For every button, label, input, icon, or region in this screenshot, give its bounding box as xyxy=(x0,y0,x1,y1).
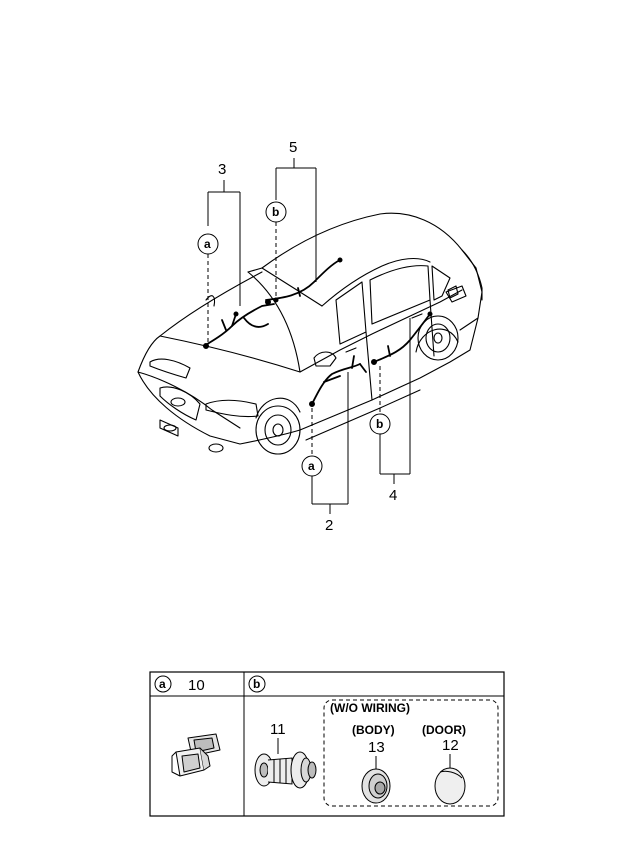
callout-2-label: 2 xyxy=(325,517,333,534)
wo-wiring-label: (W/O WIRING) xyxy=(330,701,410,715)
callout-2: a 2 xyxy=(301,372,349,534)
legend-circle-a xyxy=(154,675,172,693)
connector-points xyxy=(203,257,433,407)
legend-circle-b xyxy=(248,675,266,693)
legend-a-letter: a xyxy=(159,677,166,691)
door-label: (DOOR) xyxy=(422,723,466,737)
legend-part-13: 13 xyxy=(368,739,385,756)
parts-legend-table: a 10 b 11 (W/O WIRING) (BODY) xyxy=(149,671,505,817)
body-label: (BODY) xyxy=(352,723,395,737)
plug-13-illustration xyxy=(361,768,391,804)
circle-b-label-2: b xyxy=(376,417,383,431)
callout-4: b 4 xyxy=(369,318,411,504)
grommet-11-illustration xyxy=(254,751,317,789)
circle-a-label: a xyxy=(204,237,211,251)
grommet-10-illustration xyxy=(171,733,221,777)
callout-5-label: 5 xyxy=(289,139,297,156)
car-illustration xyxy=(137,212,483,455)
legend-part-10: 10 xyxy=(188,677,205,694)
callout-3: 3 a xyxy=(197,161,241,342)
legend-part-12: 12 xyxy=(442,737,459,754)
wiring-harness xyxy=(203,259,431,405)
circle-b-label: b xyxy=(272,205,279,219)
circle-a-label-2: a xyxy=(308,459,315,473)
legend-b-letter: b xyxy=(253,677,260,691)
callout-4-label: 4 xyxy=(389,487,397,504)
plug-12-illustration xyxy=(434,767,466,805)
legend-part-11: 11 xyxy=(270,721,286,738)
callout-3-label: 3 xyxy=(218,161,226,178)
wo-wiring-box xyxy=(323,699,499,807)
callout-5: 5 b xyxy=(265,139,317,298)
